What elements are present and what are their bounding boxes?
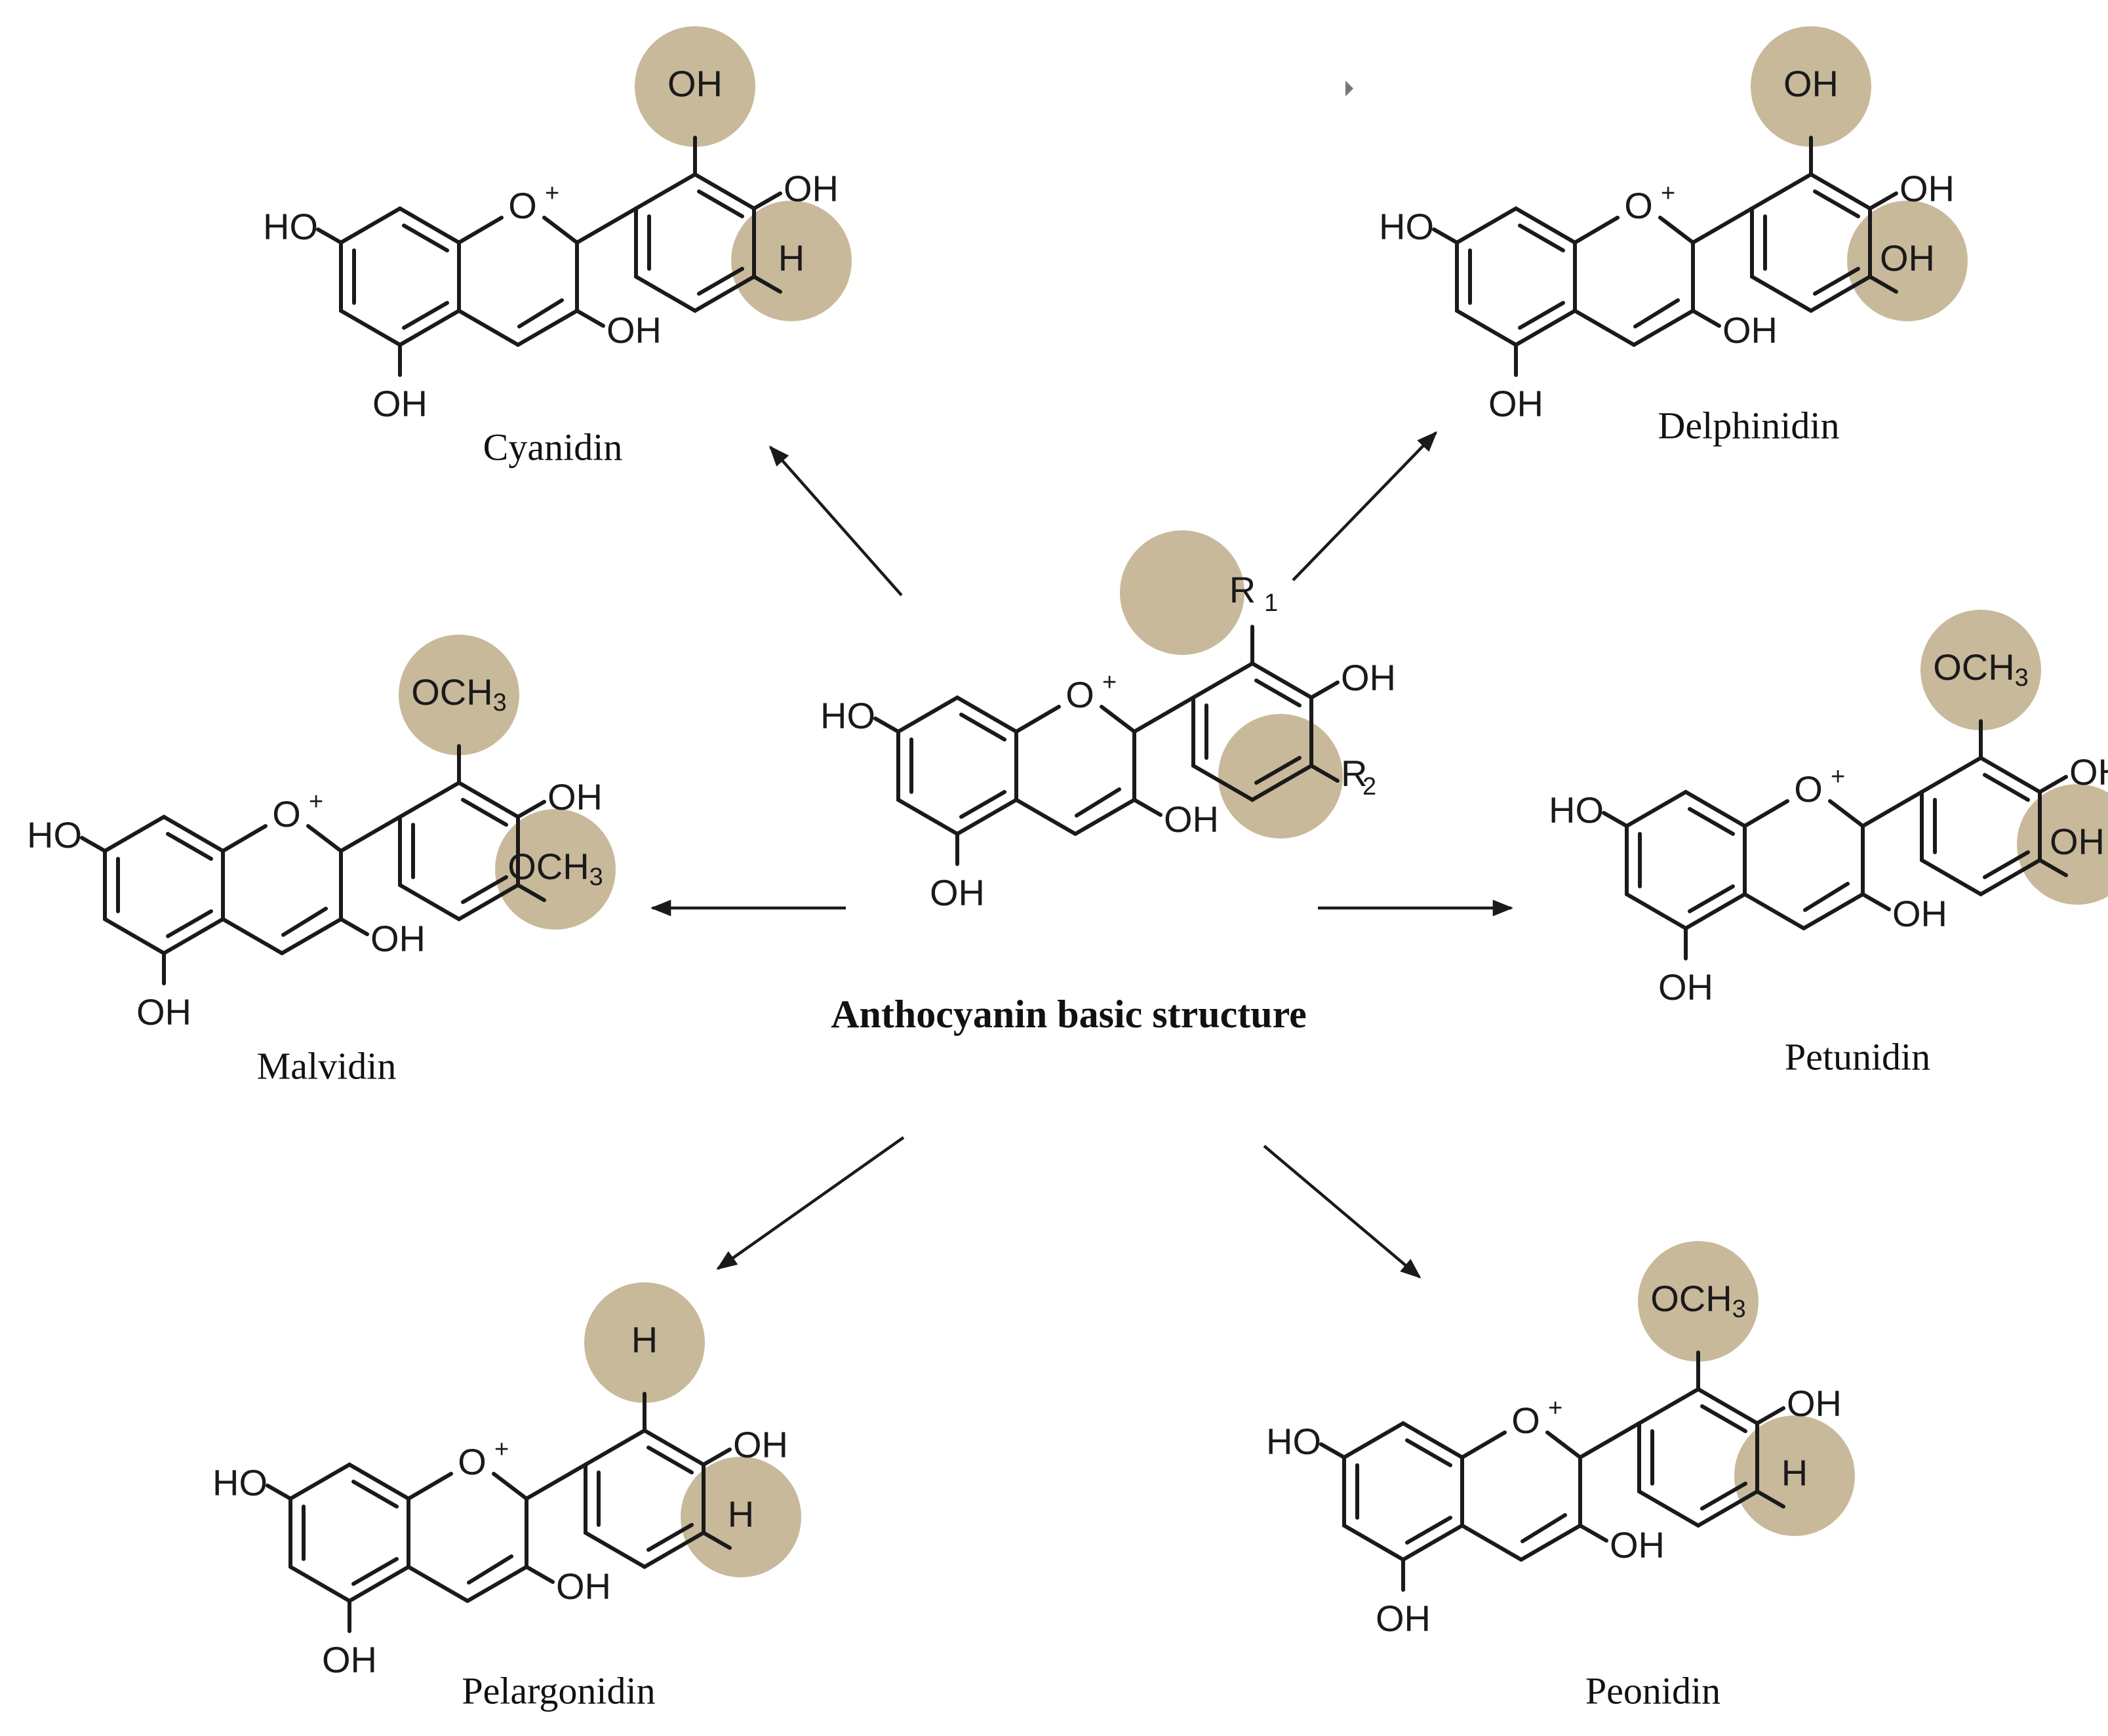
stray-mark (1345, 81, 1353, 96)
malvidin-name: Malvidin (257, 1044, 397, 1087)
top-substituent-highlight (584, 1282, 705, 1403)
top-substituent-highlight (1638, 1241, 1759, 1362)
bottom-substituent-highlight (1734, 1415, 1855, 1536)
oxonium-label: O (508, 185, 537, 226)
r1-highlight (1120, 530, 1244, 655)
bottom-substituent-highlight (1847, 201, 1968, 321)
oh4p-label: OH (733, 1424, 788, 1465)
oh5-label: OH (322, 1639, 377, 1680)
oh3-label: OH (370, 918, 426, 959)
oh4p-label: OH (547, 776, 603, 818)
delphinidin-structure: HO O + OH OH OH OH OH (1379, 26, 1968, 424)
top-substituent-highlight (1920, 610, 2041, 730)
oh3-label: OH (1892, 893, 1947, 934)
bottom-substituent-highlight (731, 201, 852, 321)
ho7-label: HO (263, 206, 318, 247)
oxonium-label: O (1065, 674, 1094, 715)
center-title: Anthocyanin basic structure (831, 993, 1307, 1036)
bottom-substituent-highlight (681, 1457, 801, 1577)
r1-label: R (1229, 569, 1256, 610)
oh5-label: OH (930, 872, 985, 913)
bottom-substituent-label: H (728, 1493, 754, 1535)
top-substituent-label: OCH3 (1650, 1278, 1746, 1323)
delphinidin-name: Delphinidin (1658, 404, 1839, 446)
petunidin-name: Petunidin (1785, 1035, 1930, 1078)
top-substituent-label: OH (1783, 63, 1839, 104)
oxonium-label: O (458, 1441, 487, 1482)
top-substituent-highlight (635, 26, 755, 147)
top-substituent-label: OCH3 (1933, 646, 2029, 692)
oh5-label: OH (1658, 966, 1713, 1008)
oxonium-label: O (1794, 768, 1823, 810)
charge-label: + (1548, 1394, 1562, 1422)
charge-label: + (309, 788, 323, 816)
oh4p-label: OH (784, 168, 839, 209)
top-substituent-label: H (631, 1319, 658, 1360)
charge-label: + (545, 180, 559, 207)
ho7-label: HO (1549, 789, 1604, 831)
pelargonidin-name: Pelargonidin (462, 1669, 655, 1712)
oh3-label: OH (1722, 309, 1778, 351)
ho7-label: HO (212, 1462, 268, 1503)
oh5-label: OH (1376, 1598, 1431, 1639)
charge-label: + (1102, 669, 1117, 696)
oh4p-label: OH (1899, 168, 1955, 209)
ho7-label: HO (27, 814, 82, 856)
bottom-substituent-label: H (778, 237, 805, 279)
ho7-label: HO (1379, 206, 1434, 247)
charge-label: + (1831, 763, 1845, 791)
pelargonidin-structure: HO O + OH OH OH H H (212, 1282, 801, 1680)
oxonium-label: O (1624, 185, 1653, 226)
oh4p-label: OH (2069, 751, 2108, 793)
arrow-icon (1263, 1145, 1422, 1279)
oh4p-label: OH (1787, 1383, 1842, 1424)
arrow-icon (768, 445, 903, 597)
bottom-substituent-label: OH (1880, 237, 1935, 279)
oh3-label: OH (607, 309, 662, 351)
oh5-label: OH (372, 383, 428, 424)
oh4p-label: OH (1341, 657, 1396, 698)
cyanidin-name: Cyanidin (483, 425, 623, 468)
top-substituent-label: OH (667, 63, 723, 104)
oxonium-label: O (1511, 1400, 1540, 1441)
peonidin-name: Peonidin (1585, 1669, 1720, 1712)
ho7-label: HO (1266, 1421, 1321, 1462)
compounds-layer: HOO+OHOHOHOHHCyanidinHOO+OHOHOHOHOHDelph… (27, 26, 2108, 1712)
oh5-label: OH (1488, 383, 1543, 424)
bottom-substituent-label: OH (2050, 821, 2105, 862)
bottom-substituent-label: OCH3 (507, 846, 603, 891)
r2-label: R (1341, 753, 1367, 794)
r2-highlight (1218, 714, 1343, 838)
oxonium-label: O (272, 793, 301, 835)
ho7-label: HO (820, 695, 875, 736)
oh3-label: OH (1610, 1524, 1665, 1566)
bottom-substituent-label: H (1781, 1452, 1808, 1493)
oh3-label: OH (556, 1566, 611, 1607)
charge-label: + (1661, 180, 1675, 207)
oh5-label: OH (136, 991, 191, 1033)
r1-subscript: 1 (1264, 589, 1278, 617)
top-substituent-highlight (1751, 26, 1871, 147)
top-substituent-label: OCH3 (411, 671, 507, 717)
top-substituent-highlight (399, 635, 519, 755)
charge-label: + (494, 1436, 509, 1463)
anthocyanin-basic-structure: HO O + OH OH OH R 1 R 2 (820, 530, 1396, 913)
r2-subscript: 2 (1362, 773, 1376, 800)
arrows (650, 431, 1514, 1279)
oh3-label: OH (1164, 799, 1219, 840)
arrow-icon (716, 1136, 905, 1270)
cyanidin-structure: HO O + OH OH OH OH H (263, 26, 852, 424)
bottom-substituent-highlight (495, 809, 616, 930)
arrow-icon (1292, 431, 1438, 582)
